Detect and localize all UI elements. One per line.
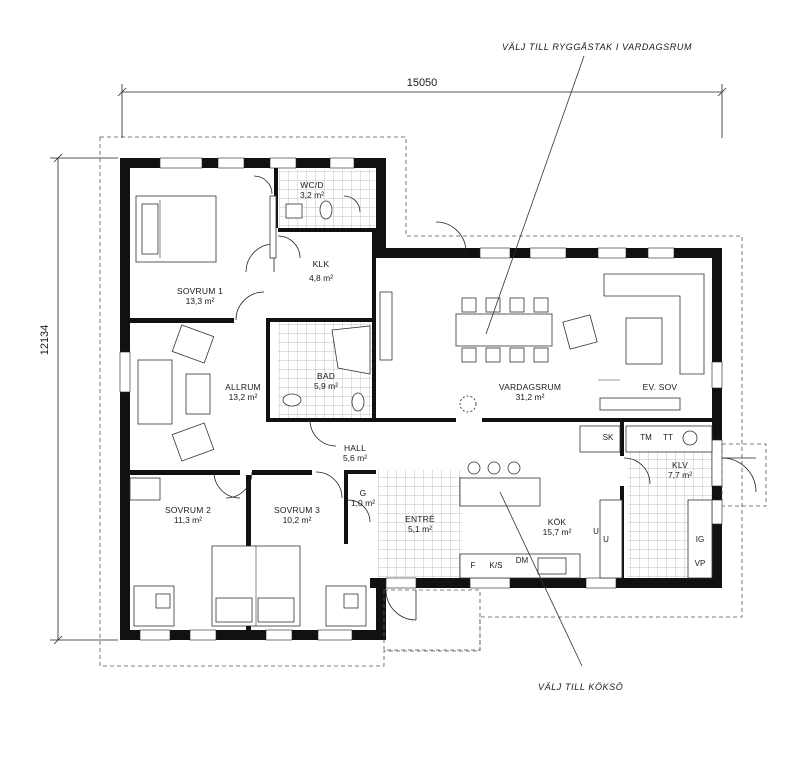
room-allrum-area: 13,2 m² (229, 392, 258, 402)
room-klk-area: 4,8 m² (309, 273, 333, 283)
room-klv-area: 7,7 m² (668, 470, 692, 480)
room-wcd-area: 3,2 m² (300, 190, 324, 200)
kitchen-counter-right (599, 499, 623, 579)
laundry-sink (682, 430, 698, 446)
room-wcd-name: WC/D (300, 180, 323, 190)
bar-stools (467, 461, 521, 475)
room-sovrum2-area: 11,3 m² (174, 515, 202, 525)
room-klv-name: KLV (672, 460, 688, 470)
entre-tiles (378, 470, 462, 578)
dimension-width: 15050 (117, 77, 727, 138)
armchair-allrum-1 (171, 324, 215, 364)
sofa-allrum (137, 359, 173, 425)
dimension-width-label: 15050 (407, 77, 438, 89)
room-vardagsrum-name: VARDAGSRUM (499, 382, 561, 392)
desk-sovrum3 (325, 585, 367, 627)
fixture-ig: IG (696, 535, 704, 544)
tv-bench (599, 397, 681, 411)
room-sovrum3-name: SOVRUM 3 (274, 505, 320, 515)
leader-kitchen-island (499, 491, 583, 667)
room-g-area: 1,0 m² (351, 498, 375, 508)
room-sovrum1-name: SOVRUM 1 (177, 286, 223, 296)
fixture-ks: K/S (490, 561, 503, 570)
wardrobe-sovrum1 (269, 195, 277, 259)
bed-sovrum2-3 (211, 545, 301, 627)
entrance-step (383, 589, 481, 651)
sink-wcd (285, 203, 303, 219)
wardrobe-sovrum2 (129, 477, 161, 501)
side-step (721, 443, 767, 507)
windows (119, 157, 723, 641)
sink-kitchen (537, 557, 567, 575)
room-kok-area: 15,7 m² (543, 527, 572, 537)
fireplace (379, 291, 393, 361)
dining-table (455, 313, 553, 347)
coffee-table-allrum (185, 373, 211, 415)
chair-sovrum3 (343, 593, 359, 609)
fixture-tm: TM (640, 433, 652, 442)
cabinet-block (579, 425, 621, 453)
note-kitchen-island: VÄLJ TILL KÖKSÖ (538, 682, 623, 692)
room-klk-name: KLK (313, 259, 330, 269)
fixture-dm: DM (516, 556, 529, 565)
sink-bad (351, 392, 365, 412)
room-sovrum1-area: 13,3 m² (186, 296, 215, 306)
stove-symbol (459, 395, 477, 413)
armchair-vardagsrum (562, 314, 598, 350)
room-g-name: G (360, 488, 367, 498)
fixture-vp: VP (695, 559, 706, 568)
laundry-block (625, 425, 713, 453)
room-allrum-name: ALLRUM (225, 382, 261, 392)
wc-bad (282, 393, 302, 407)
bed-sovrum1 (135, 195, 217, 263)
room-evsov-name: EV. SOV (643, 382, 678, 392)
room-entre-name: ENTRÉ (405, 514, 435, 524)
chair-sovrum2 (155, 593, 171, 609)
fixture-u1: U (593, 527, 599, 536)
note-ridge-roof: VÄLJ TILL RYGGÅSTAK I VARDAGSRUM (502, 42, 692, 52)
klv-bench (687, 499, 713, 579)
leader-ridge-roof (485, 55, 585, 335)
room-hall-area: 5,6 m² (343, 453, 367, 463)
room-sovrum3-area: 10,2 m² (283, 515, 312, 525)
wc-wcd (319, 200, 333, 220)
dimension-depth: 12134 (39, 153, 118, 645)
room-bad-area: 5,9 m² (314, 381, 338, 391)
dining-chairs (461, 297, 549, 363)
room-kok-name: KÖK (548, 517, 567, 527)
room-vardagsrum-area: 31,2 m² (516, 392, 545, 402)
room-bad-name: BAD (317, 371, 335, 381)
lounge-table (625, 317, 663, 365)
bathtub (331, 325, 371, 375)
fixture-sk: SK (603, 433, 614, 442)
fixture-tt: TT (663, 433, 673, 442)
corner-sofa (603, 273, 705, 375)
room-entre-area: 5,1 m² (408, 524, 432, 534)
fixture-u2: U (603, 535, 609, 544)
room-sovrum2-name: SOVRUM 2 (165, 505, 211, 515)
dimension-depth-label: 12134 (39, 325, 51, 356)
roof-outline (99, 136, 743, 667)
wcd-tiles (279, 170, 375, 228)
armchair-allrum-2 (171, 422, 215, 462)
fixture-f: F (471, 561, 476, 570)
room-hall-name: HALL (344, 443, 366, 453)
